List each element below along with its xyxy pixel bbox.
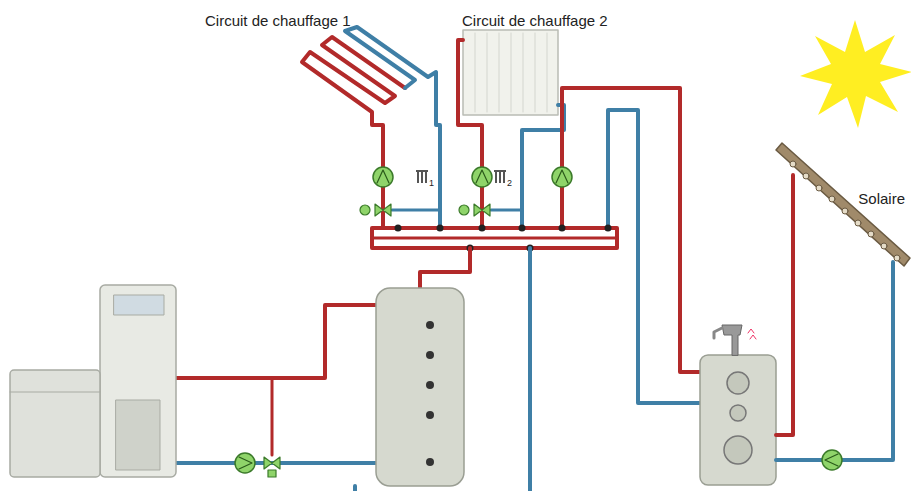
faucet — [722, 325, 742, 355]
buffer-tank — [376, 288, 464, 486]
floor-coil-return — [345, 27, 440, 228]
callout-number: 1 — [429, 179, 434, 188]
callout-number: 2 — [507, 179, 512, 188]
part-heading: Circuit de chauffage 1 — [205, 12, 351, 30]
pump — [235, 167, 842, 473]
heating-part: Circuit de chauffage 2 — [455, 8, 665, 126]
buffer-bottom-return — [353, 486, 357, 491]
radiator-return — [522, 105, 564, 228]
boiler — [100, 285, 176, 477]
part-heading: Solaire — [858, 190, 905, 208]
dhw-tank — [700, 355, 776, 485]
circuit1-bypass — [392, 209, 440, 212]
heating-part: Circuit de chauffage 1 — [200, 8, 450, 128]
radiator-supply — [458, 40, 482, 228]
boiler-supply — [176, 305, 378, 378]
sun — [800, 20, 911, 128]
part-heading: Circuit de chauffage 2 — [462, 12, 608, 30]
dhw-return — [608, 110, 700, 403]
buffer-return — [528, 248, 532, 491]
boiler-bypass — [271, 378, 274, 455]
solar-supply — [776, 175, 793, 435]
buffer-supply — [420, 248, 470, 290]
circuit2-bypass — [491, 209, 522, 212]
solar-return — [776, 262, 893, 460]
manifold — [372, 228, 617, 248]
floor-coil-supply — [302, 37, 405, 165]
solar-panel — [776, 143, 910, 266]
mixing-valve — [264, 204, 490, 477]
pellet-hopper — [10, 370, 100, 477]
radiator — [463, 30, 558, 115]
heating-part: Solaire — [770, 140, 908, 270]
